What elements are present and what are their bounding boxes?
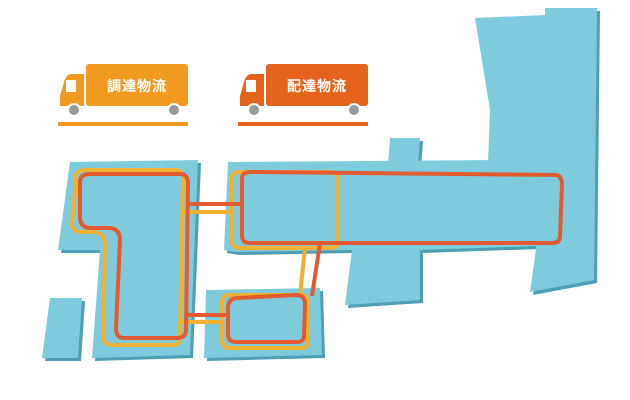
- landmass-far-west: [42, 298, 82, 358]
- landmass-north: [475, 8, 597, 292]
- procurement-underline: [58, 122, 188, 126]
- delivery-underline: [238, 122, 368, 126]
- delivery-loop-west: [78, 172, 190, 340]
- delivery-label: 配達物流: [287, 78, 347, 95]
- delivery-loop-middle: [226, 293, 307, 344]
- legend-delivery: 配達物流: [238, 64, 368, 126]
- procurement-loop-middle: [220, 293, 310, 350]
- procurement-loop-west: [70, 168, 185, 347]
- delivery-link-vertical: [310, 242, 322, 297]
- procurement-route: [70, 168, 340, 350]
- procurement-link-vertical: [298, 247, 307, 296]
- delivery-route: [78, 170, 564, 344]
- map-landmass: [42, 8, 597, 358]
- procurement-loop-central: [230, 170, 340, 250]
- landmass-main: [224, 160, 570, 305]
- delivery-truck-icon: [240, 64, 368, 117]
- landmass-small-north: [388, 138, 420, 165]
- delivery-loop-main: [240, 170, 564, 245]
- landmass-west: [58, 160, 198, 358]
- procurement-label: 調達物流: [107, 78, 167, 95]
- legend-procurement: 調達物流: [58, 64, 188, 126]
- procurement-truck-icon: [60, 64, 188, 117]
